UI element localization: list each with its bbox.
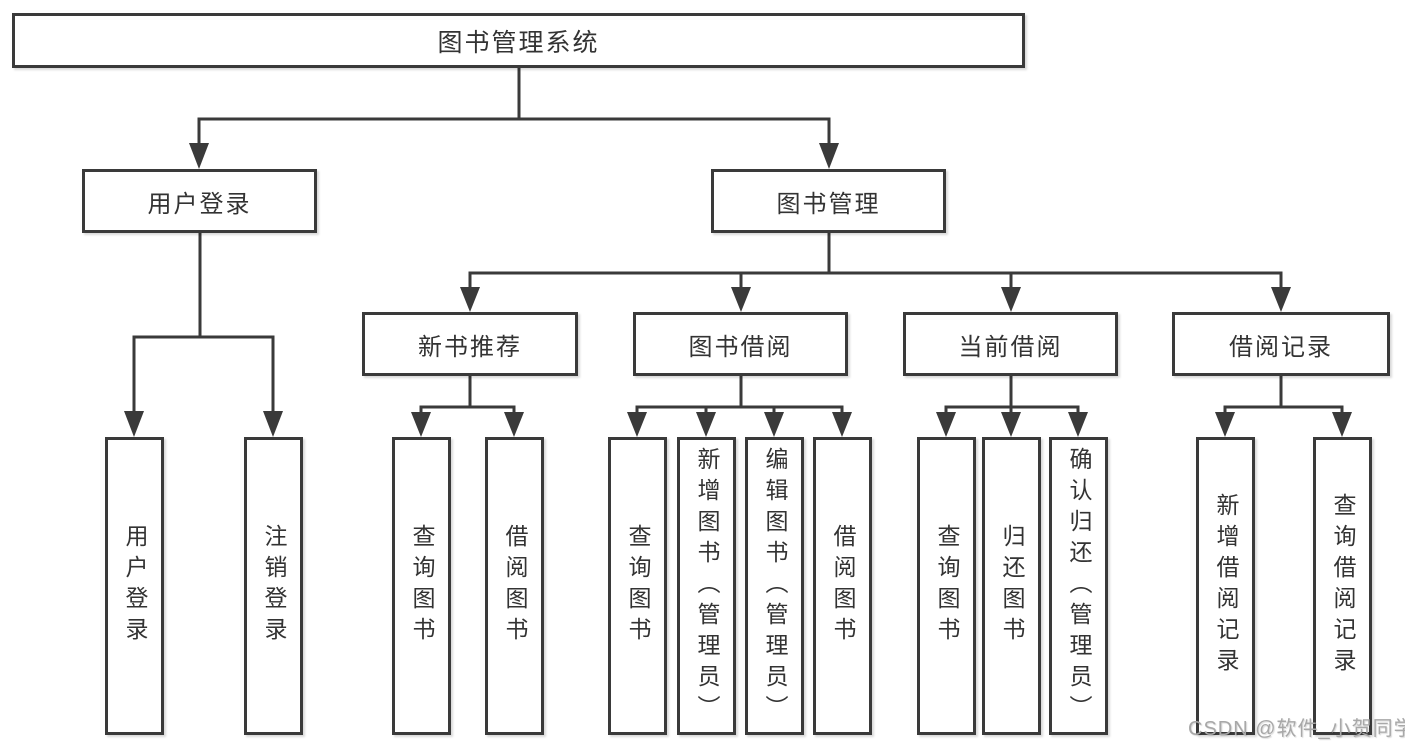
leaf-borrow-books-recommend: 借阅图书 (485, 437, 544, 735)
leaf-edit-books-admin: 编辑图书（管理员） (745, 437, 804, 735)
leaf-query-books-borrow: 查询图书 (608, 437, 667, 735)
leaf-borrow-books: 借阅图书 (813, 437, 872, 735)
csdn-watermark: CSDN @软件_小贺同学 (1188, 718, 1405, 740)
node-book-borrow: 图书借阅 (633, 312, 848, 376)
leaf-confirm-return-admin: 确认归还（管理员） (1049, 437, 1108, 735)
leaf-add-borrow-record: 新增借阅记录 (1196, 437, 1255, 735)
leaf-return-books: 归还图书 (982, 437, 1041, 735)
node-library-management-system: 图书管理系统 (12, 13, 1025, 68)
node-book-management-branch: 图书管理 (711, 169, 946, 233)
leaf-add-books-admin: 新增图书（管理员） (677, 437, 736, 735)
node-current-borrow: 当前借阅 (903, 312, 1118, 376)
leaf-query-books-current: 查询图书 (917, 437, 976, 735)
leaf-logout: 注销登录 (244, 437, 303, 735)
node-borrow-records: 借阅记录 (1172, 312, 1390, 376)
node-new-book-recommend: 新书推荐 (362, 312, 578, 376)
leaf-query-borrow-record: 查询借阅记录 (1313, 437, 1372, 735)
leaf-user-login: 用户登录 (105, 437, 164, 735)
leaf-query-books-recommend: 查询图书 (392, 437, 451, 735)
node-user-login-branch: 用户登录 (82, 169, 317, 233)
